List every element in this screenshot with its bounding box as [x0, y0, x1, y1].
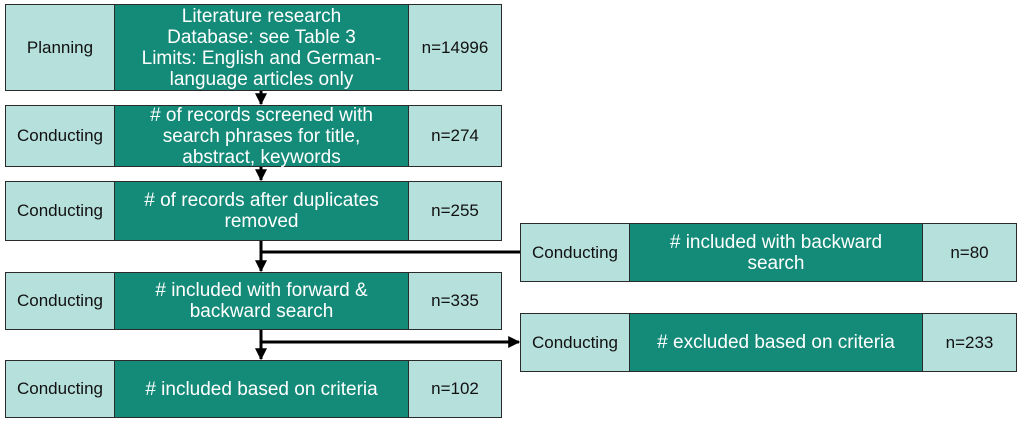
row-4-count: n=335: [408, 272, 502, 330]
row-4-step: # included with forward & backward searc…: [114, 272, 409, 330]
row-1-step: Literature research Database: see Table …: [114, 4, 409, 91]
row-2-step: # of records screened with search phrase…: [114, 105, 409, 168]
row-5-count: n=102: [408, 360, 502, 418]
row-5-step: # included based on criteria: [114, 360, 409, 418]
row-5-stage: Conducting: [5, 360, 115, 418]
row-2-stage: Conducting: [5, 105, 115, 167]
row-3-count: n=255: [408, 181, 502, 241]
row-4-stage: Conducting: [5, 272, 115, 330]
row-2-count: n=274: [408, 105, 502, 167]
side-1-step: # included with backward search: [629, 223, 923, 282]
side-1-count: n=80: [922, 223, 1017, 282]
side-2-stage: Conducting: [520, 313, 630, 372]
row-1-stage: Planning: [5, 4, 115, 91]
row-3-stage: Conducting: [5, 181, 115, 241]
side-2-count: n=233: [922, 313, 1017, 372]
row-1-count: n=14996: [408, 4, 502, 91]
row-3-step: # of records after duplicates removed: [114, 181, 409, 241]
